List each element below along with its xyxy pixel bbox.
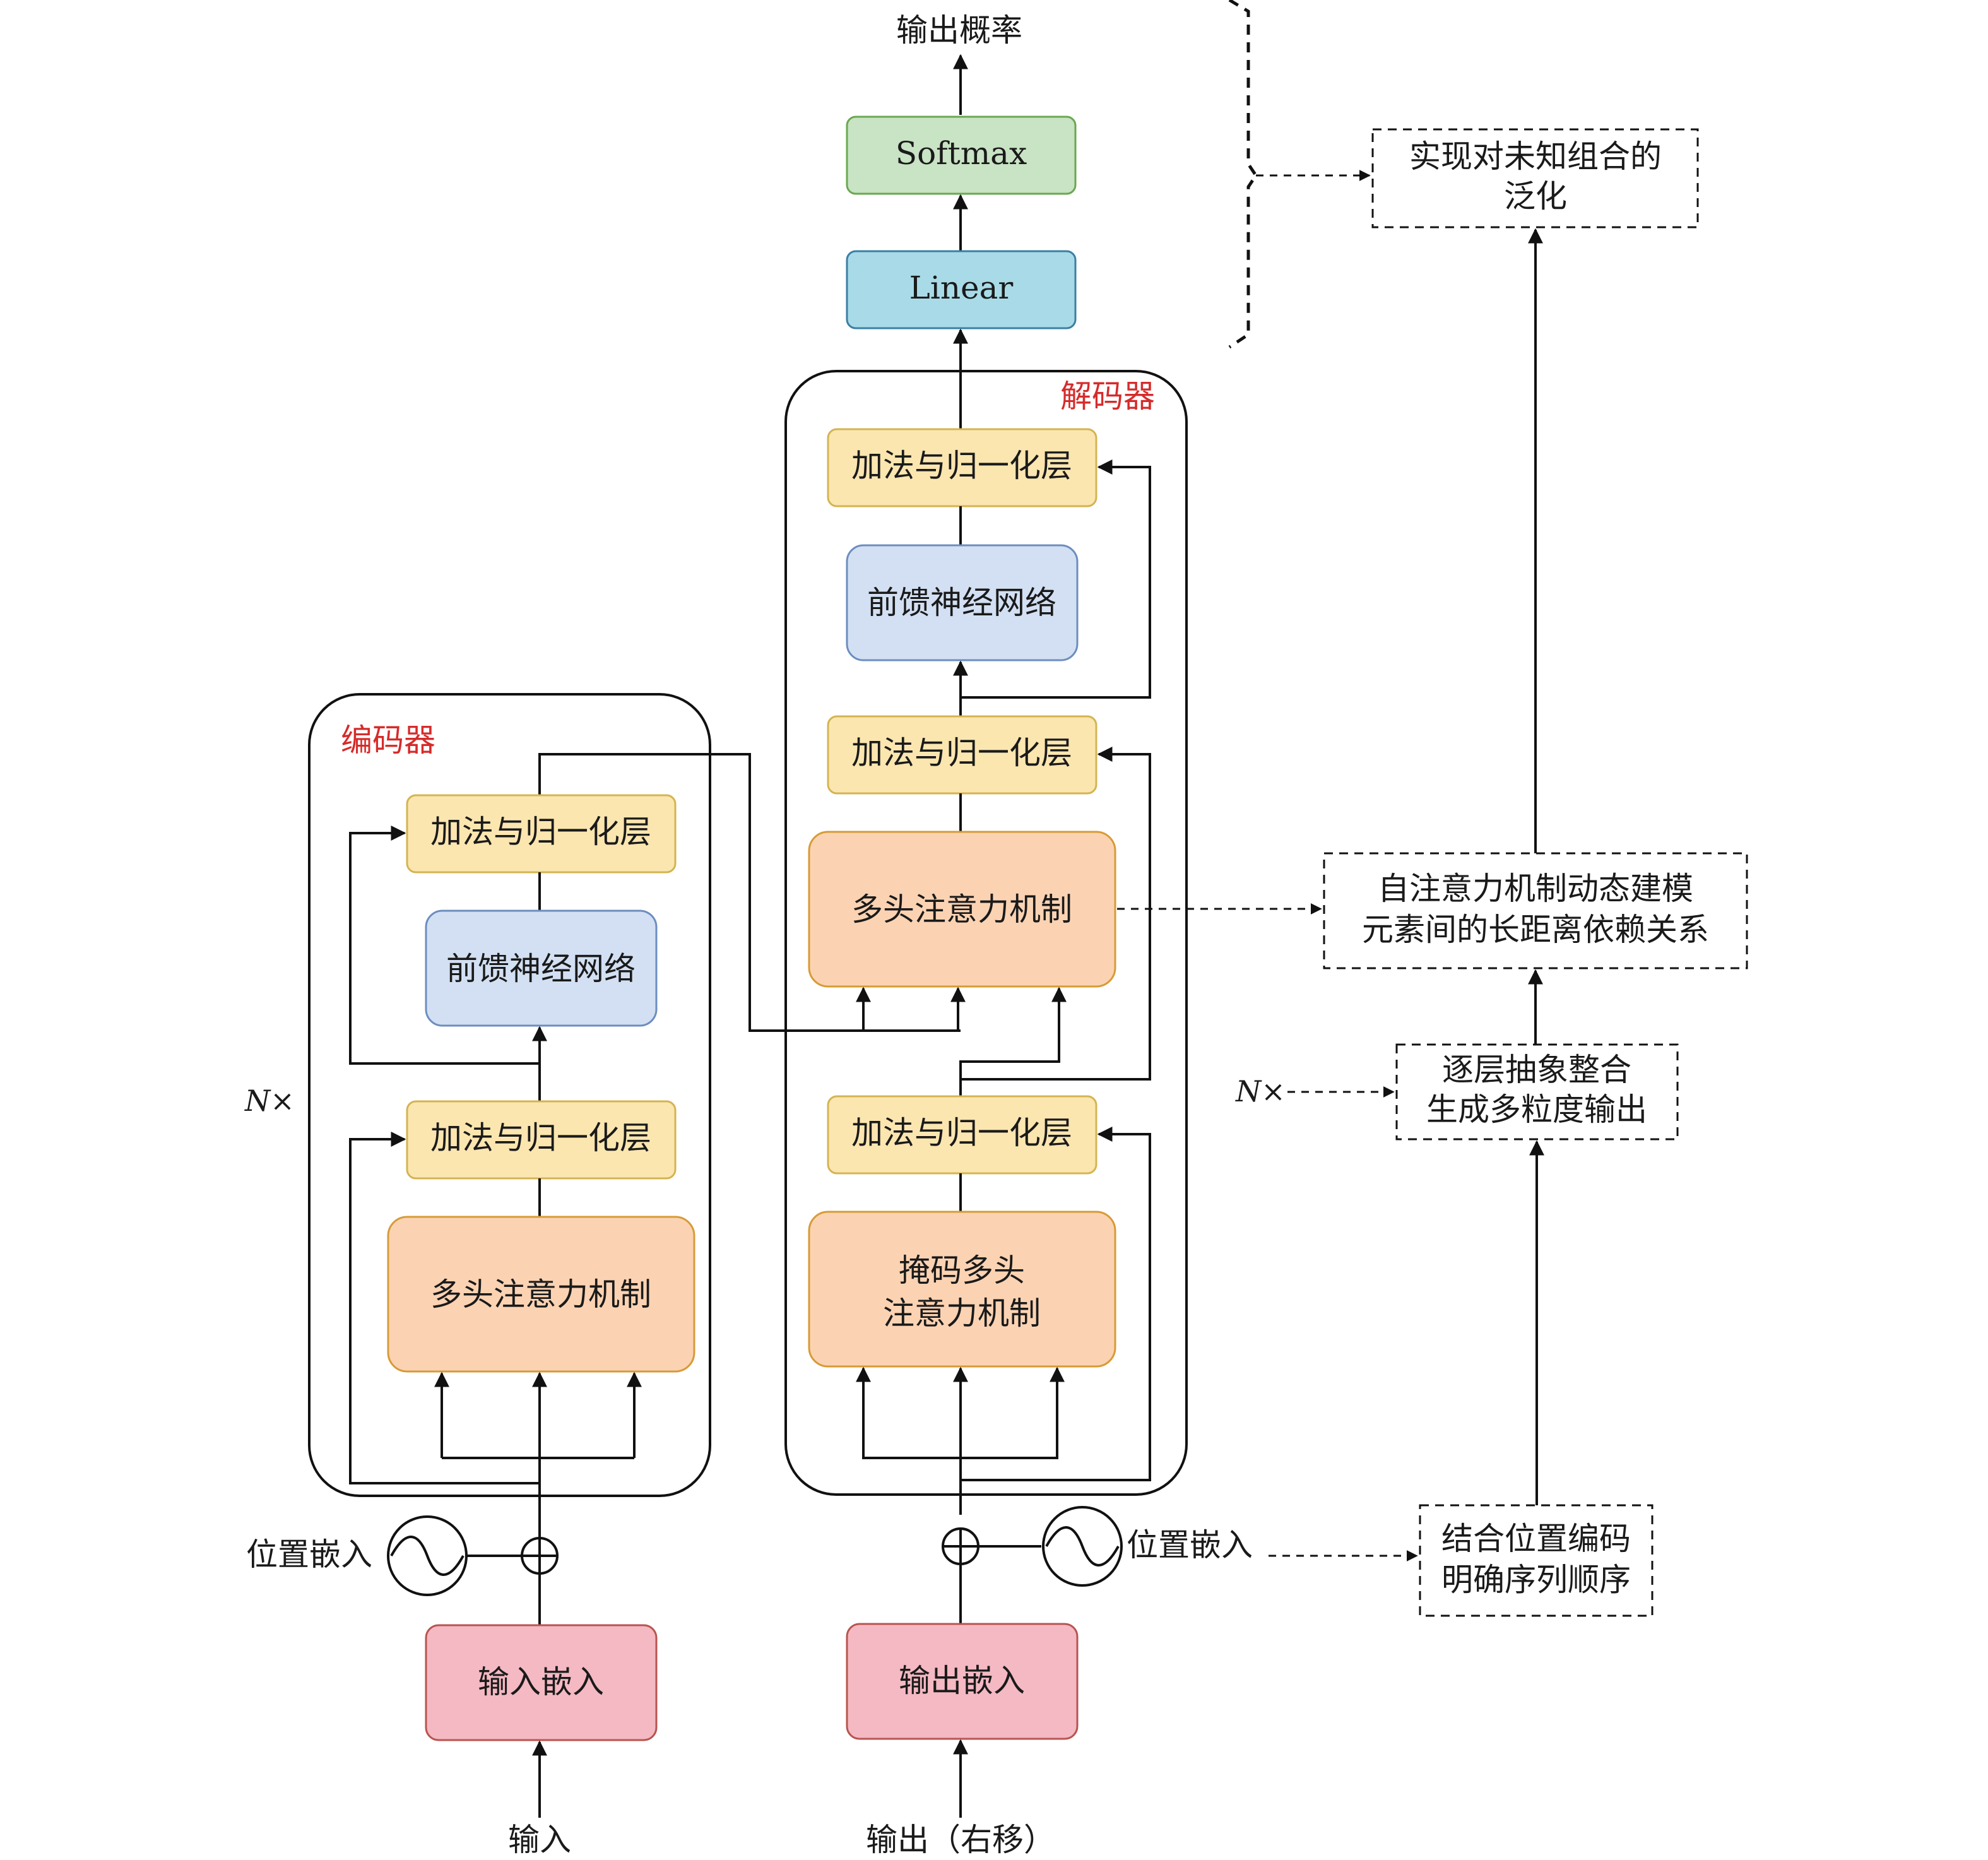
decoder-masked-attention: 掩码多头 注意力机制 [808, 1211, 1116, 1368]
decoder-cross-attn-residual [961, 747, 1151, 1081]
encoder-add-norm-2-label: 加法与归一化层 [430, 814, 651, 850]
layerwise-annotation: 逐层抽象整合 生成多粒度输出 [1395, 1043, 1679, 1140]
annotation-n-times-label: N× [1235, 1074, 1286, 1108]
linear-box: Linear [846, 250, 1077, 329]
decoder-add-norm-2: 加法与归一化层 [827, 715, 1098, 795]
output-shifted-label: 输出（右移） [866, 1821, 1055, 1858]
decoder-ffn: 前馈神经网络 [846, 544, 1079, 661]
encoder-add-norm-1-label: 加法与归一化层 [430, 1120, 651, 1156]
output-bracket [1228, 0, 1258, 349]
decoder-sine-icon [1042, 1506, 1123, 1587]
encoder-add-symbol [521, 1537, 559, 1575]
encoder-title: 编码器 [341, 722, 435, 759]
softmax-label: Softmax [896, 135, 1027, 172]
linear-label: Linear [909, 270, 1014, 306]
encoder-pos-embed-label: 位置嵌入 [246, 1536, 372, 1573]
encoder-ffn-label: 前馈神经网络 [446, 951, 636, 987]
encoder-n-times-label: N× [244, 1084, 295, 1118]
masked-attention-label-line1: 掩码多头 [899, 1252, 1025, 1289]
layerwise-line2: 生成多粒度输出 [1426, 1091, 1647, 1128]
encoder-sine-icon [387, 1515, 468, 1596]
generalization-line2: 泛化 [1504, 178, 1567, 215]
encoder-self-attention: 多头注意力机制 [387, 1216, 695, 1373]
decoder-add-norm-1: 加法与归一化层 [827, 1095, 1098, 1175]
encoder-attn-residual [349, 1132, 540, 1484]
output-probability-label: 输出概率 [896, 12, 1022, 49]
position-line1: 结合位置编码 [1441, 1520, 1631, 1557]
self-attention-line1: 自注意力机制动态建模 [1378, 870, 1693, 907]
encoder-add-norm-2: 加法与归一化层 [406, 794, 677, 874]
encoder-ffn-residual [349, 826, 540, 1065]
self-attention-annotation: 自注意力机制动态建模 元素间的长距离依赖关系 [1323, 852, 1748, 969]
encoder-add-norm-1: 加法与归一化层 [406, 1100, 677, 1180]
decoder-masked-residual [961, 1127, 1151, 1481]
generalization-line1: 实现对未知组合的 [1409, 138, 1662, 175]
decoder-cross-attention: 多头注意力机制 [808, 831, 1116, 988]
decoder-ffn-label: 前馈神经网络 [867, 584, 1056, 621]
output-embedding-label: 输出嵌入 [899, 1662, 1025, 1699]
decoder-cross-attention-label: 多头注意力机制 [851, 891, 1072, 928]
decoder-add-norm-3-label: 加法与归一化层 [851, 447, 1072, 484]
encoder-container [308, 693, 711, 1497]
decoder-pos-embed-label: 位置嵌入 [1127, 1527, 1253, 1563]
decoder-title: 解码器 [1060, 378, 1155, 415]
encoder-output-line [538, 753, 961, 1032]
input-embedding-box: 输入嵌入 [425, 1624, 658, 1741]
decoder-add-norm-1-label: 加法与归一化层 [851, 1115, 1072, 1151]
input-embedding-label: 输入嵌入 [478, 1664, 604, 1700]
layerwise-line1: 逐层抽象整合 [1442, 1051, 1631, 1088]
self-attention-line2: 元素间的长距离依赖关系 [1362, 911, 1709, 948]
encoder-self-attention-label: 多头注意力机制 [430, 1276, 651, 1313]
decoder-ffn-residual [961, 459, 1151, 699]
softmax-box: Softmax [846, 116, 1077, 195]
generalization-annotation: 实现对未知组合的 泛化 [1371, 128, 1699, 228]
decoder-container [784, 370, 1188, 1496]
input-label: 输入 [508, 1821, 571, 1858]
position-annotation: 结合位置编码 明确序列顺序 [1419, 1504, 1654, 1617]
decoder-add-norm-3: 加法与归一化层 [827, 428, 1098, 507]
position-line2: 明确序列顺序 [1441, 1561, 1631, 1598]
output-embedding-box: 输出嵌入 [846, 1623, 1079, 1740]
decoder-add-symbol [942, 1527, 979, 1565]
decoder-add-norm-2-label: 加法与归一化层 [851, 735, 1072, 771]
masked-attention-label-line2: 注意力机制 [883, 1295, 1041, 1332]
encoder-ffn: 前馈神经网络 [425, 909, 658, 1027]
